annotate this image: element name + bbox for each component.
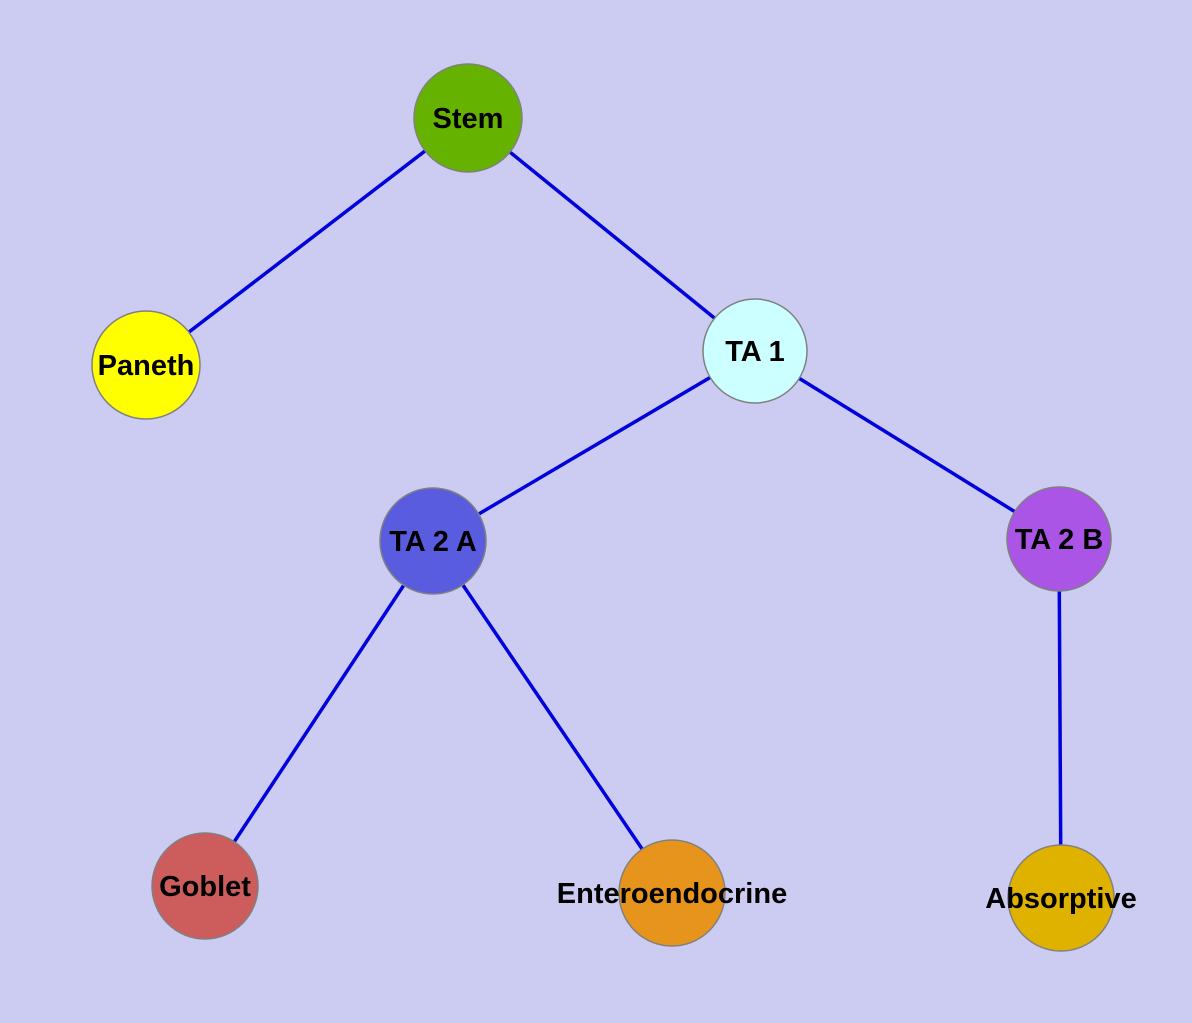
node-label-ta2b: TA 2 B: [1015, 524, 1104, 556]
node-circle-ta1: [702, 298, 808, 404]
node-ta2a: TA 2 A: [379, 487, 487, 595]
node-circle-absorptive: [1007, 844, 1115, 952]
edge-ta2a-goblet: [203, 540, 435, 887]
node-label-stem: Stem: [433, 103, 504, 135]
node-absorptive: Absorptive: [985, 844, 1137, 952]
node-label-ta1: TA 1: [725, 336, 785, 368]
node-paneth: Paneth: [91, 310, 201, 420]
node-circle-paneth: [91, 310, 201, 420]
edge-ta2b-absorptive: [1057, 538, 1063, 899]
node-label-enteroendocrine: Enteroendocrine: [557, 878, 787, 910]
edge-ta2a-enteroendocrine: [431, 540, 674, 894]
node-label-ta2a: TA 2 A: [389, 526, 477, 558]
node-circle-ta2b: [1006, 486, 1112, 592]
node-goblet: Goblet: [151, 832, 259, 940]
node-circle-ta2a: [379, 487, 487, 595]
node-ta2b: TA 2 B: [1006, 486, 1112, 592]
edge-ta1-ta2b: [754, 349, 1060, 541]
edges-layer: [144, 116, 1063, 899]
node-label-goblet: Goblet: [159, 871, 251, 903]
node-label-absorptive: Absorptive: [985, 883, 1136, 915]
node-circle-enteroendocrine: [618, 839, 726, 947]
node-label-paneth: Paneth: [98, 350, 195, 382]
node-ta1: TA 1: [702, 298, 808, 404]
node-enteroendocrine: Enteroendocrine: [557, 839, 787, 947]
edge-stem-ta1: [466, 116, 757, 353]
node-circle-stem: [413, 63, 523, 173]
edge-stem-paneth: [144, 116, 470, 367]
node-circle-goblet: [151, 832, 259, 940]
node-stem: Stem: [413, 63, 523, 173]
edge-ta1-ta2a: [432, 349, 756, 543]
